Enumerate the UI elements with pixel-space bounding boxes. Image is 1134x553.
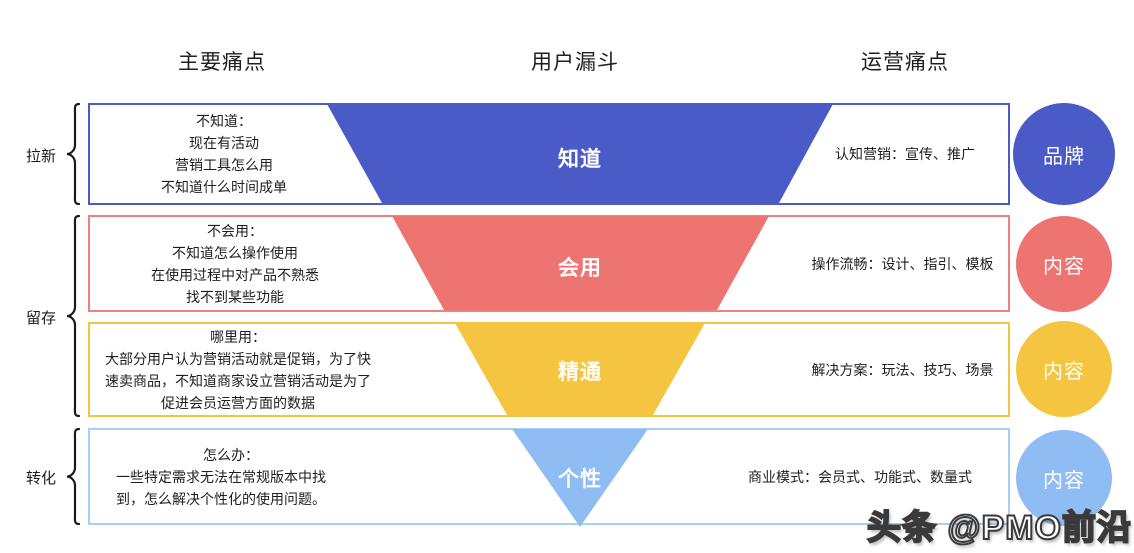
curly-brace-acquisition <box>66 103 81 205</box>
funnel-label-know: 知道 <box>558 148 602 171</box>
watermark-pmo: 头条 @PMO前沿 <box>866 508 1132 548</box>
curly-brace-conversion <box>66 428 81 525</box>
ops-text-know: 认知营销：宣传、推广 <box>835 146 975 162</box>
pain-text-can-use: 不会用： 不知道怎么操作使用 在使用过程中对产品不熟悉 找不到某些功能 <box>151 222 319 305</box>
group-label-conversion: 转化 <box>25 470 56 487</box>
header-main-pain-points: 主要痛点 <box>178 51 266 74</box>
header-ops-pain-points: 运营痛点 <box>861 51 949 74</box>
circle-content-3: 内容 <box>1016 430 1112 526</box>
header-user-funnel: 用户漏斗 <box>531 51 619 74</box>
circle-content-2: 内容 <box>1016 321 1112 417</box>
funnel-label-master: 精通 <box>558 361 602 384</box>
group-label-retention: 留存 <box>25 310 56 327</box>
ops-text-can-use: 操作流畅：设计、指引、模板 <box>811 255 994 272</box>
ops-text-personalize: 商业模式：会员式、功能式、数量式 <box>748 468 972 485</box>
circle-brand: 品牌 <box>1013 103 1115 205</box>
ops-text-master: 解决方案：玩法、技巧、场景 <box>811 361 994 378</box>
funnel-label-personalize: 个性 <box>558 468 602 491</box>
pain-text-master: 哪里用： 大部分用户认为营销活动就是促销，为了快 速卖商品，不知道商家设立营销活… <box>105 328 371 411</box>
circle-content-1: 内容 <box>1016 216 1112 312</box>
pain-text-personalize: 怎么办： 一些特定需求无法在常规版本中找 到，怎么解决个性化的使用问题。 <box>116 446 326 507</box>
pain-text-know: 不知道： 现在有活动 营销工具怎么用 不知道什么时间成单 <box>161 113 287 195</box>
funnel-label-can-use: 会用 <box>558 257 602 280</box>
group-label-acquisition: 拉新 <box>25 148 56 165</box>
curly-brace-retention <box>66 215 81 417</box>
